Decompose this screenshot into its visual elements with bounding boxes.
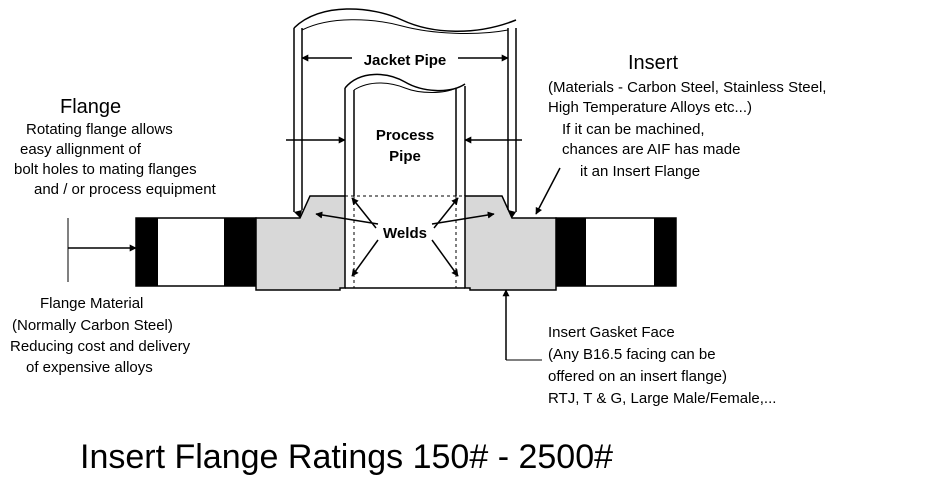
diagram-caption: Insert Flange Ratings 150# - 2500# xyxy=(80,438,613,476)
process-bore xyxy=(345,195,465,289)
process-pipe-label-line1: Process xyxy=(376,127,434,144)
insert-desc-line1: (Materials - Carbon Steel, Stainless Ste… xyxy=(548,79,826,96)
gasket-face-line4: RTJ, T & G, Large Male/Female,... xyxy=(548,390,776,407)
gasket-face-line1: Insert Gasket Face xyxy=(548,324,675,341)
insert-arrow xyxy=(535,167,561,215)
insert-title: Insert xyxy=(628,52,678,74)
flange-title: Flange xyxy=(60,96,121,118)
insert-desc-line4: chances are AIF has made xyxy=(562,141,740,158)
welds-label: Welds xyxy=(383,225,427,242)
insert-desc-line5: it an Insert Flange xyxy=(580,163,700,180)
flange-material-line3: Reducing cost and delivery xyxy=(10,338,191,355)
flange-material-line2: (Normally Carbon Steel) xyxy=(12,317,173,334)
flange-material-arrow xyxy=(67,218,137,282)
flange-material-line1: Flange Material xyxy=(40,295,143,312)
process-pipe-label-line2: Pipe xyxy=(389,148,421,165)
weld-fillets xyxy=(294,210,516,218)
gasket-face-arrow xyxy=(502,289,542,361)
bolt-holes xyxy=(136,218,676,286)
insert-desc-line2: High Temperature Alloys etc...) xyxy=(548,99,752,116)
flange-desc-line4: and / or process equipment xyxy=(34,181,217,198)
flange-desc-line1: Rotating flange allows xyxy=(26,121,173,138)
flange-desc-line2: easy allignment of xyxy=(20,141,142,158)
insert-desc-line3: If it can be machined, xyxy=(562,121,705,138)
weld-arrows xyxy=(315,197,495,277)
jacket-pipe xyxy=(293,8,517,212)
flange-material-line4: of expensive alloys xyxy=(26,359,153,376)
jacket-pipe-label: Jacket Pipe xyxy=(364,52,447,69)
gasket-face-line2: (Any B16.5 facing can be xyxy=(548,346,716,363)
flange-desc-line3: bolt holes to mating flanges xyxy=(14,161,197,178)
gasket-face-line3: offered on an insert flange) xyxy=(548,368,727,385)
insert-body xyxy=(255,195,557,291)
